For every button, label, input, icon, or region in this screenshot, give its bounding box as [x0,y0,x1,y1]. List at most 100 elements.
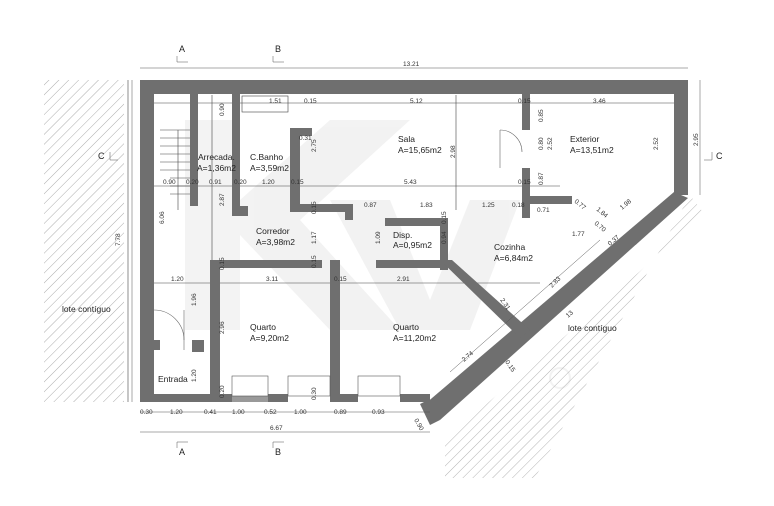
room-exterior-area: A=13,51m2 [570,145,614,155]
room-sala-area: A=15,65m2 [398,145,442,155]
dim-015c: 0.15 [291,179,304,186]
neighbor-left-label: lote contíguo [62,304,111,314]
dim-606: 6.06 [159,211,166,224]
room-arrecadacao-area: A=1,36m2 [197,163,236,173]
dim-b-052: 0.52 [264,409,277,416]
dim-120c: 1.20 [191,369,198,382]
dim-b-120: 1.20 [170,409,183,416]
section-c-left: C [98,151,105,161]
dim-252a: 2.52 [547,137,554,150]
left-neighbor-hatch [44,80,124,402]
room-quarto1-name: Quarto [250,322,276,332]
dim-b-030: 0.30 [140,409,153,416]
room-exterior-name: Exterior [570,134,599,144]
room-corredor-name: Corredor [256,226,290,236]
right-neighbor-hatch [445,195,705,478]
dim-b-041: 0.41 [204,409,217,416]
dim-b-090: 0.90 [412,418,425,433]
dim-252b: 2.52 [653,137,660,150]
doors [153,129,523,350]
dim-275: 2.75 [311,139,318,152]
section-b-bottom: B [275,447,281,457]
bathtub [241,95,289,113]
dim-015b: 0.15 [518,98,531,105]
dim-080: 0.80 [538,137,545,150]
dim-151: 1.51 [269,98,282,105]
dim-085: 0.85 [538,109,545,122]
room-cozinha-area: A=6,84m2 [494,253,533,263]
dim-b-100a: 1.00 [232,409,245,416]
section-c-right: C [716,151,723,161]
dim-b-100b: 1.00 [294,409,307,416]
dim-13x: 13 [565,309,575,319]
dim-018: 0.18 [512,202,525,209]
dim-283: 2.83 [548,275,562,289]
windows [231,375,401,397]
stairs [160,129,190,210]
section-a-bottom: A [179,447,185,457]
section-b-top: B [275,44,281,54]
dim-total-width: 13.21 [403,61,420,68]
dim-020c: 0.20 [219,385,226,398]
dim-015a: 0.15 [304,98,317,105]
dim-070: 0.70 [593,220,607,234]
section-markers [109,56,713,448]
dim-090b: 0.90 [163,179,176,186]
dim-120b: 1.20 [171,276,184,283]
dim-120a: 1.20 [262,179,275,186]
room-cozinha-name: Cozinha [494,242,525,252]
dim-298: 2.98 [450,145,457,158]
room-corredor-area: A=3,98m2 [256,237,295,247]
dim-015f: 0.15 [441,211,448,224]
dim-512: 5.12 [410,98,423,105]
dim-183: 1.83 [420,202,433,209]
room-quarto1-area: A=9,20m2 [250,333,289,343]
dim-031: 0.31 [299,135,312,142]
dim-020a: 0.20 [186,179,199,186]
dim-287: 2.87 [219,193,226,206]
dim-right-height: 2.95 [693,133,700,146]
room-disp-area: A=0,95m2 [393,240,432,250]
room-quarto2-name: Quarto [393,322,419,332]
dim-094: 0.94 [441,231,448,244]
dim-109: 1.09 [375,231,382,244]
section-a-top: A [179,44,185,54]
dim-b-093: 0.93 [372,409,385,416]
dim-015d: 0.15 [518,179,531,186]
dim-020b: 0.20 [234,179,247,186]
dim-291: 2.91 [397,276,410,283]
dim-left-height: 7.78 [115,233,122,246]
dim-090a: 0.90 [219,103,226,116]
room-quarto2-area: A=11,20m2 [393,333,436,343]
dim-091: 0.91 [209,179,222,186]
dim-077: 0.77 [573,198,587,212]
dim-125: 1.25 [482,202,495,209]
dim-071: 0.71 [537,207,550,214]
dim-087b: 0.87 [364,202,377,209]
dim-196: 1.96 [191,293,198,306]
room-sala-name: Sala [398,134,415,144]
room-cbanho-area: A=3,59m2 [250,163,289,173]
dim-543: 5.43 [404,179,417,186]
dim-198: 1.98 [619,198,633,212]
dim-030a: 0.30 [311,387,318,400]
dim-015g: 0.15 [219,257,226,270]
room-entrada-name: Entrada [158,374,188,384]
dim-bottom-total: 6.67 [270,425,283,432]
dim-177: 1.77 [572,231,585,238]
dim-b-089: 0.89 [334,409,347,416]
dim-015h: 0.15 [311,255,318,268]
room-cbanho-name: C.Banho [250,152,283,162]
room-arrecadacao-name: Arrecada. [198,152,235,162]
dim-015i: 0.15 [334,276,347,283]
dim-311: 3.11 [266,276,279,283]
dim-184: 1.84 [595,206,609,220]
dim-015j: 0.15 [503,359,516,374]
room-disp-name: Disp. [393,230,412,240]
dim-296: 2.96 [219,321,226,334]
dimension-lines [131,67,701,433]
dim-015e: 0.15 [311,201,318,214]
dim-087a: 0.87 [538,172,545,185]
watermark [185,120,571,389]
